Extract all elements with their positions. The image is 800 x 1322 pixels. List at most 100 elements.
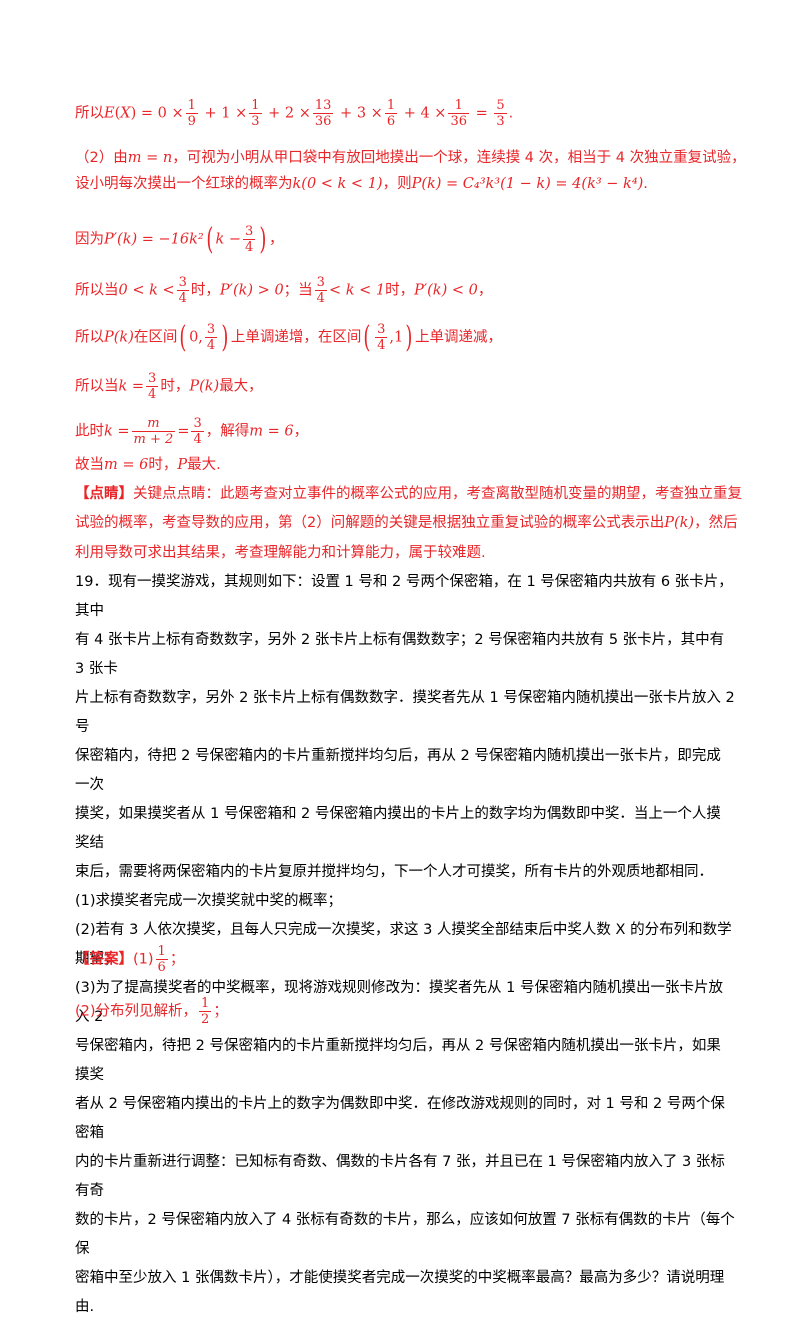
text: 关键点点睛：此题考查对立事件的概率公式的应用，考查离散型随机变量的期望，考查独立… [133,486,742,502]
text: 试验的概率，考查导数的应用，第（2）问解题的关键是根据独立重复试验的概率公式表示… [75,515,665,531]
math: P(k) [189,378,220,395]
math: = [177,423,190,440]
conclusion-line: 故当m = 6时，P最大. [75,455,730,475]
text: . [643,176,648,192]
math: + 3 × [335,105,383,122]
question-line: 密箱中至少放入 1 张偶数卡片），才能使摸奖者完成一次摸奖的中奖概率最高？最高为… [75,1270,725,1315]
text: ； [213,1003,228,1020]
text: ，解得 [205,423,250,440]
text: （2）由 [75,150,128,166]
math: + 1 × [199,105,248,122]
math: P(k) [664,515,695,531]
question-line: 有 4 张卡片上标有奇数数字，另外 2 张卡片上标有偶数数字；2 号保密箱内共放… [75,632,725,677]
answer-tag: 【答案】 [75,951,133,968]
math: m = 6 [249,423,294,440]
text: 上单调递增，在区间 [230,329,362,346]
question-line: 片上标有奇数数字，另外 2 张卡片上标有偶数数字．摸奖者先从 1 号保密箱内随机… [75,690,735,735]
math: P [177,457,188,473]
comment-line-2: 试验的概率，考查导数的应用，第（2）问解题的关键是根据独立重复试验的概率公式表示… [75,513,738,533]
question-line: 数的卡片，2 号保密箱内放入了 4 张标有奇数的卡片，那么，应该如何放置 7 张… [75,1212,735,1257]
math: = 0 × [136,105,184,122]
math: k(0 < k < 1) [292,176,383,192]
math: = [471,105,493,122]
text: (2)分布列见解析， [75,1003,198,1020]
comment-line-3: 利用导数可求出其结果，考查理解能力和计算能力，属于较难题. [75,543,730,563]
question-line: 者从 2 号保密箱内摸出的卡片上的数字为偶数即中奖．在修改游戏规则的同时，对 1… [75,1096,725,1141]
question-line: (2)若有 3 人依次摸奖，且每人只完成一次摸奖，求这 3 人摸奖全部结束后中奖… [75,922,732,967]
text: 上单调递减， [414,329,502,346]
part2-intro-line: （2）由m = n，可视为小明从甲口袋中有放回地摸出一个球，连续摸 4 次，相当… [75,148,746,168]
math-E: E [104,105,115,122]
math: P′(k) = −16k² [104,231,204,248]
math: k − [215,231,241,248]
text: . [508,105,514,122]
question-line: 摸奖，如果摸奖者从 1 号保密箱和 2 号保密箱内摸出的卡片上的数字均为偶数即中… [75,806,721,851]
text: 时， [148,457,178,473]
text: ，可视为小明从甲口袋中有放回地摸出一个球，连续摸 4 次，相当于 4 次独立重复… [172,150,746,166]
math: m = 6 [104,457,149,473]
text: 最大. [187,457,221,473]
question-line: 内的卡片重新进行调整：已知标有奇数、偶数的卡片各有 7 张，并且已在 1 号保密… [75,1154,725,1199]
math-formula: P(k) = C₄³k³(1 − k) = 4(k³ − k⁴) [411,176,644,192]
question-line: 号保密箱内，待把 2 号保密箱内的卡片重新搅拌均匀后，再从 2 号保密箱内随机摸… [75,1038,721,1083]
text: 设小明每次摸出一个红球的概率为 [75,176,293,192]
question-line: (1)求摸奖者完成一次摸奖就中奖的概率； [75,893,343,909]
comment-tag: 【点睛】 [75,486,133,502]
text: 时， [160,378,190,395]
question-line: 19．现有一摸奖游戏，其规则如下：设置 1 号和 2 号两个保密箱，在 1 号保… [75,574,733,619]
text: ，然后 [694,515,738,531]
text: ， [293,423,309,440]
text: ， [477,282,493,299]
text: 此时 [75,423,104,440]
math: 0, [189,329,203,346]
text: ；当 [283,282,313,299]
text: 所以 [75,105,104,122]
question-line: 束后，需要将两保密箱内的卡片复原并搅拌均匀，下一个人才可摸奖，所有卡片的外观质地… [75,864,713,880]
math: P′(k) < 0 [414,282,478,299]
math: 0 < k < [118,282,175,299]
text: ，则 [382,176,412,192]
question-line: 保密箱内，待把 2 号保密箱内的卡片重新搅拌均匀后，再从 2 号保密箱内随机摸出… [75,748,721,793]
comment-line-1: 【点睛】关键点点睛：此题考查对立事件的概率公式的应用，考查离散型随机变量的期望，… [75,484,742,504]
math: + 4 × [399,105,447,122]
math: ,1 [389,329,404,346]
text: 所以当 [75,282,119,299]
text: (1) [133,951,154,968]
text: 时， [190,282,220,299]
text: 因为 [75,231,104,248]
math: < k < 1 [328,282,386,299]
question-line: (3)为了提高摸奖者的中奖概率，现将游戏规则修改为：摸奖者先从 1 号保密箱内随… [75,980,723,1025]
math: k = [104,423,130,440]
text: 故当 [75,457,104,473]
text: ， [268,231,284,248]
math: k = [118,378,145,395]
math: m = n [127,150,173,166]
math: P′(k) > 0 [219,282,284,299]
text: 最大， [219,378,263,395]
text: ； [169,951,185,968]
